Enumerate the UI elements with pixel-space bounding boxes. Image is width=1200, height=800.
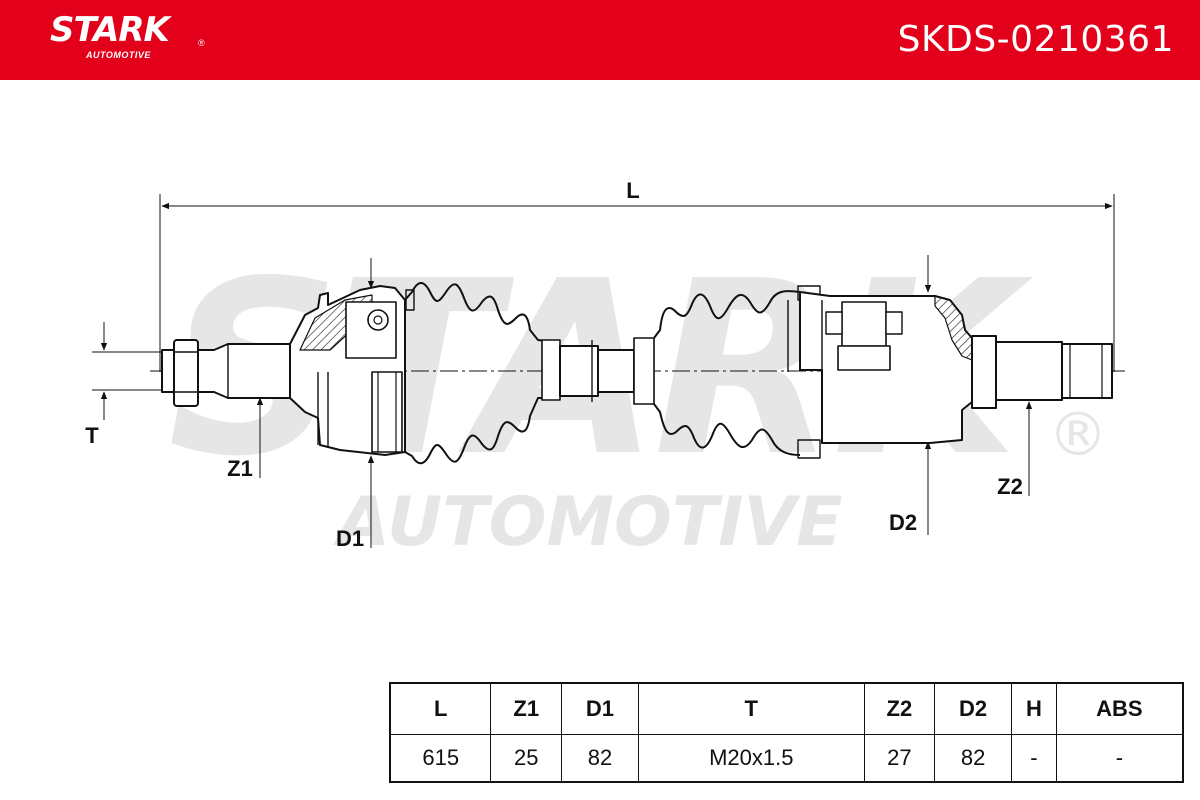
- spec-value-T: M20x1.5: [637, 734, 865, 783]
- outer-joint-cage: [345, 301, 397, 359]
- right-spline: [1061, 343, 1113, 399]
- inner-boot-top: [653, 290, 801, 339]
- logo-registered-mark: ®: [198, 38, 205, 48]
- right-stub: [971, 335, 997, 409]
- left-stub: [197, 343, 291, 399]
- spec-value-D2: 82: [934, 734, 1013, 783]
- spec-value-D1: 82: [561, 734, 639, 783]
- spec-header-H: H: [1011, 682, 1057, 735]
- spec-header-D2: D2: [934, 682, 1013, 735]
- label-Z1: Z1: [227, 456, 253, 481]
- label-L: L: [626, 178, 639, 203]
- spec-value-L: 615: [389, 734, 492, 783]
- spec-header-ABS: ABS: [1055, 682, 1184, 735]
- label-T: T: [85, 423, 99, 448]
- spec-header-row: L Z1 D1 T Z2 D2 H ABS: [389, 682, 1184, 735]
- left-nut: [173, 339, 199, 407]
- spec-value-H: -: [1011, 734, 1057, 783]
- brand-logo: STARK ® AUTOMOTIVE: [50, 10, 210, 66]
- drive-shaft: [161, 282, 1113, 465]
- tripod-spider: [841, 301, 887, 347]
- label-D1: D1: [336, 526, 364, 551]
- spec-header-Z2: Z2: [863, 682, 936, 735]
- intermediate-shaft: [559, 345, 599, 397]
- dimension-L: [159, 194, 1115, 372]
- spec-header-T: T: [637, 682, 865, 735]
- logo-text: STARK: [50, 10, 170, 50]
- drive-shaft-drawing: STARK AUTOMOTIVE ® L T Z1 D1 D2 Z2: [85, 178, 1125, 562]
- watermark-reg: ®: [1048, 400, 1108, 470]
- inner-boot-bottom: [653, 403, 801, 456]
- spec-header-L: L: [389, 682, 492, 735]
- outer-boot-top: [404, 282, 557, 343]
- dimension-T: [92, 322, 168, 420]
- spec-value-Z2: 27: [863, 734, 936, 783]
- spec-table: L Z1 D1 T Z2 D2 H ABS 615 25 82 M20x1.5 …: [389, 682, 1184, 783]
- outer-joint-ball: [367, 309, 389, 331]
- logo-subtitle: AUTOMOTIVE: [86, 50, 151, 60]
- spec-value-ABS: -: [1055, 734, 1184, 783]
- part-number: SKDS-0210361: [897, 19, 1174, 60]
- spec-header-D1: D1: [561, 682, 639, 735]
- spec-value-row: 615 25 82 M20x1.5 27 82 - -: [389, 734, 1184, 783]
- header-bar: STARK ® AUTOMOTIVE SKDS-0210361: [0, 0, 1200, 80]
- spec-value-Z1: 25: [490, 734, 562, 783]
- label-Z2: Z2: [997, 474, 1023, 499]
- outer-boot-bottom: [404, 397, 556, 465]
- left-thread-end: [161, 349, 175, 393]
- spec-header-Z1: Z1: [490, 682, 562, 735]
- watermark-sub: AUTOMOTIVE: [332, 483, 842, 562]
- label-D2: D2: [889, 510, 917, 535]
